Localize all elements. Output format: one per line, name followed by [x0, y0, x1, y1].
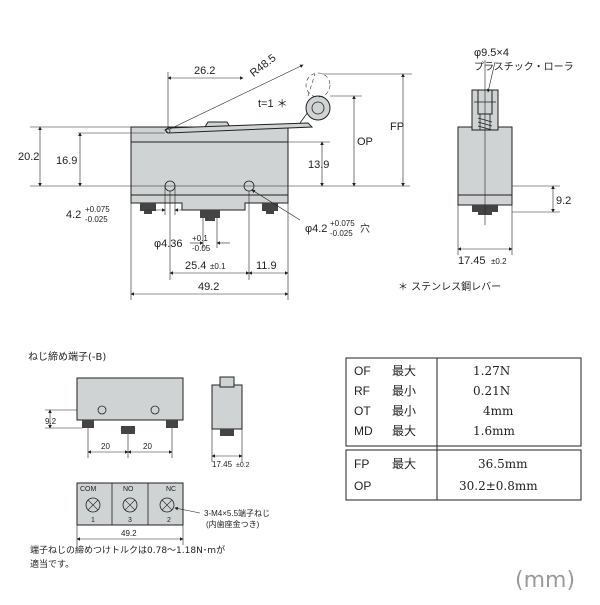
spec-value: 30.2±0.8mm — [459, 479, 538, 493]
unit-label: (mm) — [515, 568, 575, 593]
spec-code: OP — [354, 479, 371, 493]
screw-note-2: (内歯座金つき) — [206, 519, 260, 529]
switch-body-lower — [130, 141, 289, 196]
side-view: φ9.5×4 プラスチック・ローラ 9.2 17.45 ±0.2 — [457, 47, 574, 267]
spec-cond: 最小 — [392, 384, 416, 398]
main-front-view: 26.2 R48.5 t=1 ＊ OP FP 13.9 20.2 16.9 4.… — [18, 52, 412, 300]
st-terminal-nc: NC 2 — [159, 486, 176, 524]
dim-4-36: φ4.36 — [154, 238, 183, 250]
st-dim-49-2: 49.2 — [121, 529, 137, 538]
terminal-number-2: 2 — [167, 517, 171, 524]
tol: ±0.2 — [491, 257, 507, 266]
tol-down: -0.025 — [85, 215, 108, 224]
tol-up: +0.075 — [330, 219, 355, 228]
terminal-number-3: 3 — [128, 517, 132, 524]
st-dim-20-a: 20 — [101, 442, 110, 451]
dim-16-9: 16.9 — [56, 155, 77, 167]
side-dim-9-2: 9.2 — [556, 195, 571, 207]
st-dim-9-2: 9.2 — [45, 417, 57, 426]
terminal-label-nc: NC — [166, 486, 176, 493]
dim-hole-left: 4.2 — [66, 209, 81, 221]
torque-note-1: 端子ねじの締めつけトルクは0.78～1.18N･mが — [30, 544, 225, 556]
dim-fp: FP — [390, 121, 404, 133]
spec-code: RF — [354, 384, 370, 398]
st-hole-right — [150, 405, 160, 415]
tol: ±0.2 — [236, 462, 250, 469]
terminal-label-com: COM — [80, 486, 97, 493]
torque-note-2: 適当です。 — [30, 558, 74, 570]
roller — [305, 95, 331, 121]
spec-value: 0.21N — [473, 384, 510, 398]
st-side-body — [211, 384, 243, 430]
tol-up: +0.075 — [85, 205, 110, 214]
spec-row-fp: FP 最大 36.5mm — [354, 457, 528, 471]
st-bottom-body — [76, 482, 184, 526]
terminal-right — [262, 203, 278, 214]
terminal-mid — [200, 210, 220, 221]
st-side-dim-17-45: 17.45 — [212, 460, 233, 469]
side-spring — [479, 114, 491, 130]
tol-down: -0.05 — [192, 244, 211, 253]
spec-row-rf: RF 最小 0.21N — [354, 384, 510, 398]
dim-op: OP — [357, 136, 373, 148]
st-dim-20-b: 20 — [143, 442, 152, 451]
lever-free-position — [307, 73, 316, 97]
side-dim-17-45: 17.45 — [458, 255, 486, 267]
spec-row-ot: OT 最小 4mm — [354, 404, 514, 418]
roller-free-position — [305, 72, 331, 98]
dim-26-2: 26.2 — [194, 65, 215, 77]
spec-row-op: OP 30.2±0.8mm — [354, 479, 538, 493]
st-terminal-2 — [121, 426, 135, 434]
spec-value: 4mm — [483, 404, 514, 418]
screw-note-1: 3-M4×5.5端子ねじ — [204, 508, 270, 518]
terminal-number-1: 1 — [91, 517, 95, 524]
tol: ±0.1 — [210, 262, 226, 271]
terminal-label-no: NO — [123, 486, 134, 493]
spec-code: FP — [354, 457, 369, 471]
spec-value: 1.6mm — [473, 424, 515, 438]
st-terminal-3 — [166, 420, 178, 428]
spec-value: 1.27N — [473, 364, 510, 378]
spec-table: OF 最大 1.27N RF 最小 0.21N OT 最小 4mm MD 最大 … — [345, 357, 582, 501]
spec-row-md: MD 最大 1.6mm — [354, 424, 515, 438]
spec-cond: 最大 — [392, 424, 416, 438]
st-terminal-1 — [82, 420, 94, 428]
dim-25-4: 25.4 — [185, 260, 206, 272]
st-terminal-com: COM 1 — [80, 486, 101, 524]
tol-up: +0.1 — [192, 234, 208, 243]
spec-cond: 最小 — [392, 404, 416, 418]
spec-value: 36.5mm — [478, 457, 528, 471]
dim-11-9: 11.9 — [256, 260, 277, 272]
lever — [164, 122, 314, 134]
spec-code: OT — [354, 404, 371, 418]
terminal-left — [140, 203, 156, 214]
spec-code: MD — [354, 424, 373, 438]
st-body — [76, 377, 184, 421]
roller-size-label: φ9.5×4 — [474, 47, 509, 59]
dim-13-9: 13.9 — [308, 159, 329, 171]
st-hole-left — [97, 405, 107, 415]
roller-desc-label: プラスチック・ローラ — [474, 61, 574, 73]
spec-cond: 最大 — [392, 457, 416, 471]
spec-row-of: OF 最大 1.27N — [354, 364, 510, 378]
tol-down: -0.025 — [330, 229, 353, 238]
lever-pivot — [165, 128, 171, 134]
lever-material-note: ＊ ステンレス鋼レバー — [398, 280, 501, 293]
hole-suffix: 穴 — [360, 222, 370, 235]
spec-cond: 最大 — [392, 364, 416, 378]
screw-terminal-section: ねじ締め端子(-B) 9.2 20 20 17.45 ±0.2 COM — [28, 350, 270, 570]
st-side-roller — [219, 376, 235, 388]
screw-terminal-title: ねじ締め端子(-B) — [28, 350, 106, 363]
dim-hole-right: φ4.2 — [305, 223, 327, 235]
dim-49-2: 49.2 — [198, 281, 219, 293]
dim-20-2: 20.2 — [18, 151, 39, 163]
spec-code: OF — [354, 364, 371, 378]
st-side-terminal — [220, 429, 234, 436]
st-terminal-no: NO 3 — [122, 486, 138, 524]
roller-hub — [311, 101, 325, 115]
dim-r48-5: R48.5 — [248, 52, 279, 80]
dim-t1: t=1 ＊ — [258, 98, 288, 110]
